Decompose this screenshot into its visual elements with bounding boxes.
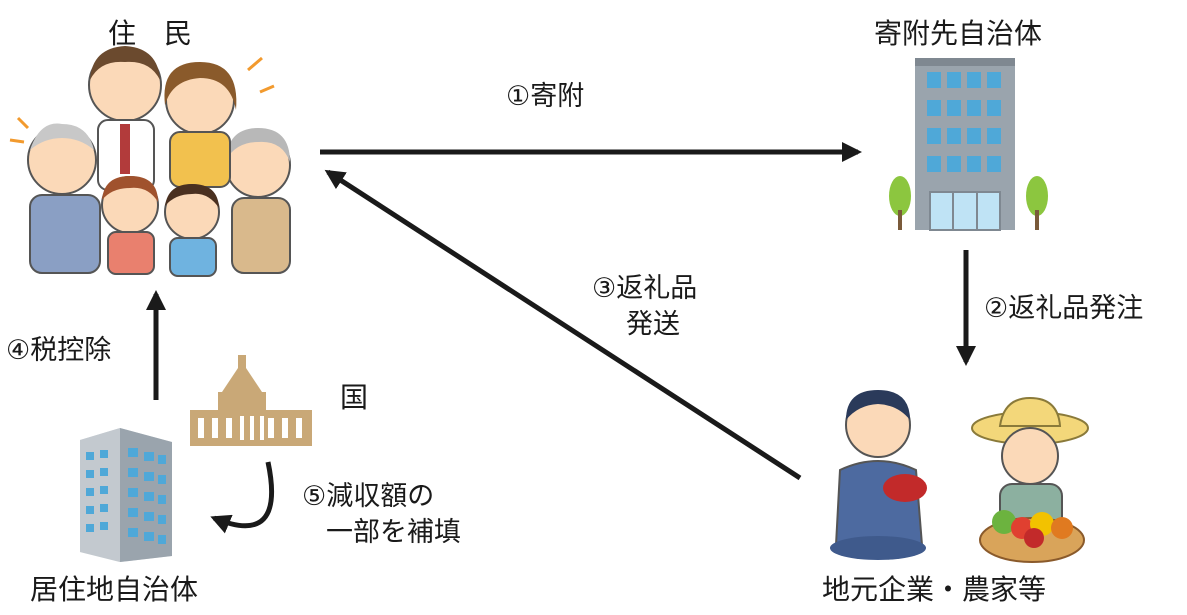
gift-shipment-label-line1: ③返礼品 (592, 273, 698, 304)
country-label: 国 (340, 381, 369, 414)
home-municipality-building (80, 428, 172, 562)
compensation-label-line1: ⑤減収額の (302, 481, 435, 512)
local-business-label: 地元企業・農家等 (822, 573, 1047, 606)
arrow-compensation (210, 461, 274, 534)
arrow-gift-shipment (324, 169, 802, 481)
home-municipality-label: 居住地自治体 (30, 573, 199, 606)
donation-flow-label: ①寄附 (506, 81, 585, 112)
residents-illustration (9, 46, 291, 277)
gift-shipment-label-line2: 発送 (626, 309, 680, 340)
donation-municipality-building (889, 58, 1048, 231)
gift-order-flow-label: ②返礼品発注 (984, 293, 1144, 324)
local-business-illustration (830, 390, 1089, 563)
national-diet-building (190, 355, 312, 446)
compensation-label-line2: 一部を補填 (326, 517, 461, 548)
donation-municipality-label: 寄附先自治体 (874, 17, 1043, 50)
residents-label: 住 民 (108, 17, 193, 50)
tax-deduction-label: ④税控除 (6, 335, 112, 366)
